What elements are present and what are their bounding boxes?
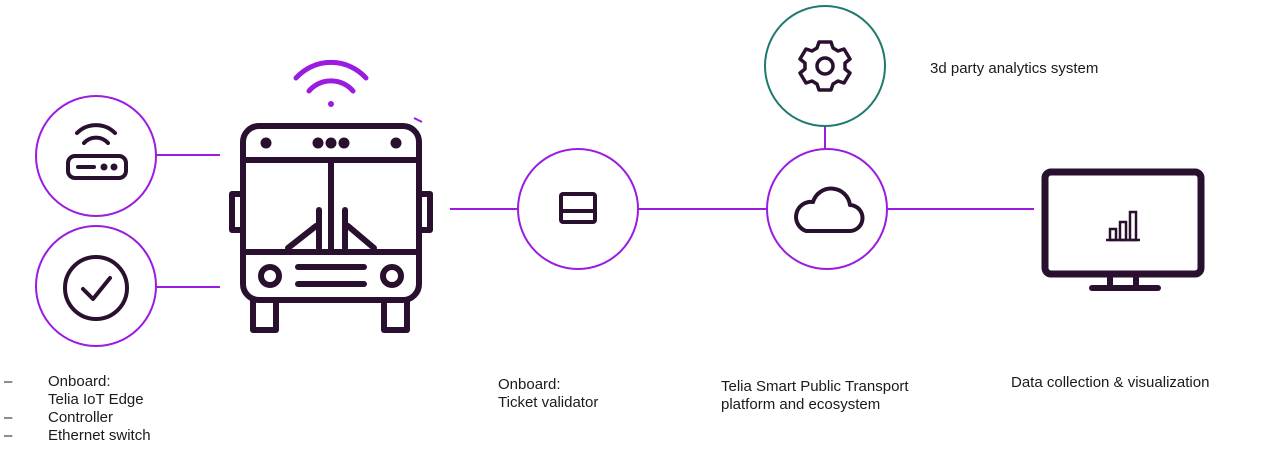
analytics-label: 3d party analytics system	[930, 60, 1099, 77]
platform-label-line2: platform and ecosystem	[721, 396, 881, 413]
onboard-edge-line4: Ethernet switch	[48, 427, 151, 444]
gear-icon	[798, 40, 852, 92]
platform-label-line1: Telia Smart Public Transport	[721, 378, 909, 395]
bullet-dash: –	[4, 427, 13, 444]
platform-label: Telia Smart Public Transport platform an…	[721, 378, 909, 414]
onboard-edge-line2: Telia IoT Edge	[48, 391, 144, 408]
monitor-chart-icon	[1041, 168, 1205, 291]
wifi-icon	[293, 59, 369, 107]
bus-icon	[229, 123, 433, 333]
analytics-node	[764, 5, 886, 127]
platform-node	[766, 148, 888, 270]
router-icon	[66, 123, 128, 180]
accent-tick	[413, 117, 423, 123]
router-node	[35, 95, 157, 217]
bullet-dash: –	[4, 409, 13, 426]
validator-label-line1: Onboard:	[498, 376, 561, 393]
check-circle-icon	[63, 255, 129, 321]
onboard-edge-line3: Controller	[48, 409, 114, 426]
onboard-edge-line1: Onboard:	[48, 373, 111, 390]
cloud-icon	[794, 186, 865, 234]
data-label: Data collection & visualization	[1011, 374, 1210, 391]
card-reader-icon	[559, 192, 597, 224]
controller-node	[35, 225, 157, 347]
connector-lines	[156, 126, 1034, 288]
onboard-edge-label: – Onboard: Telia IoT Edge – Controller – Et…	[4, 373, 151, 445]
validator-label: Onboard: Ticket validator	[498, 376, 598, 412]
bullet-dash: –	[4, 373, 13, 390]
validator-node	[517, 148, 639, 270]
validator-label-line2: Ticket validator	[498, 394, 599, 411]
